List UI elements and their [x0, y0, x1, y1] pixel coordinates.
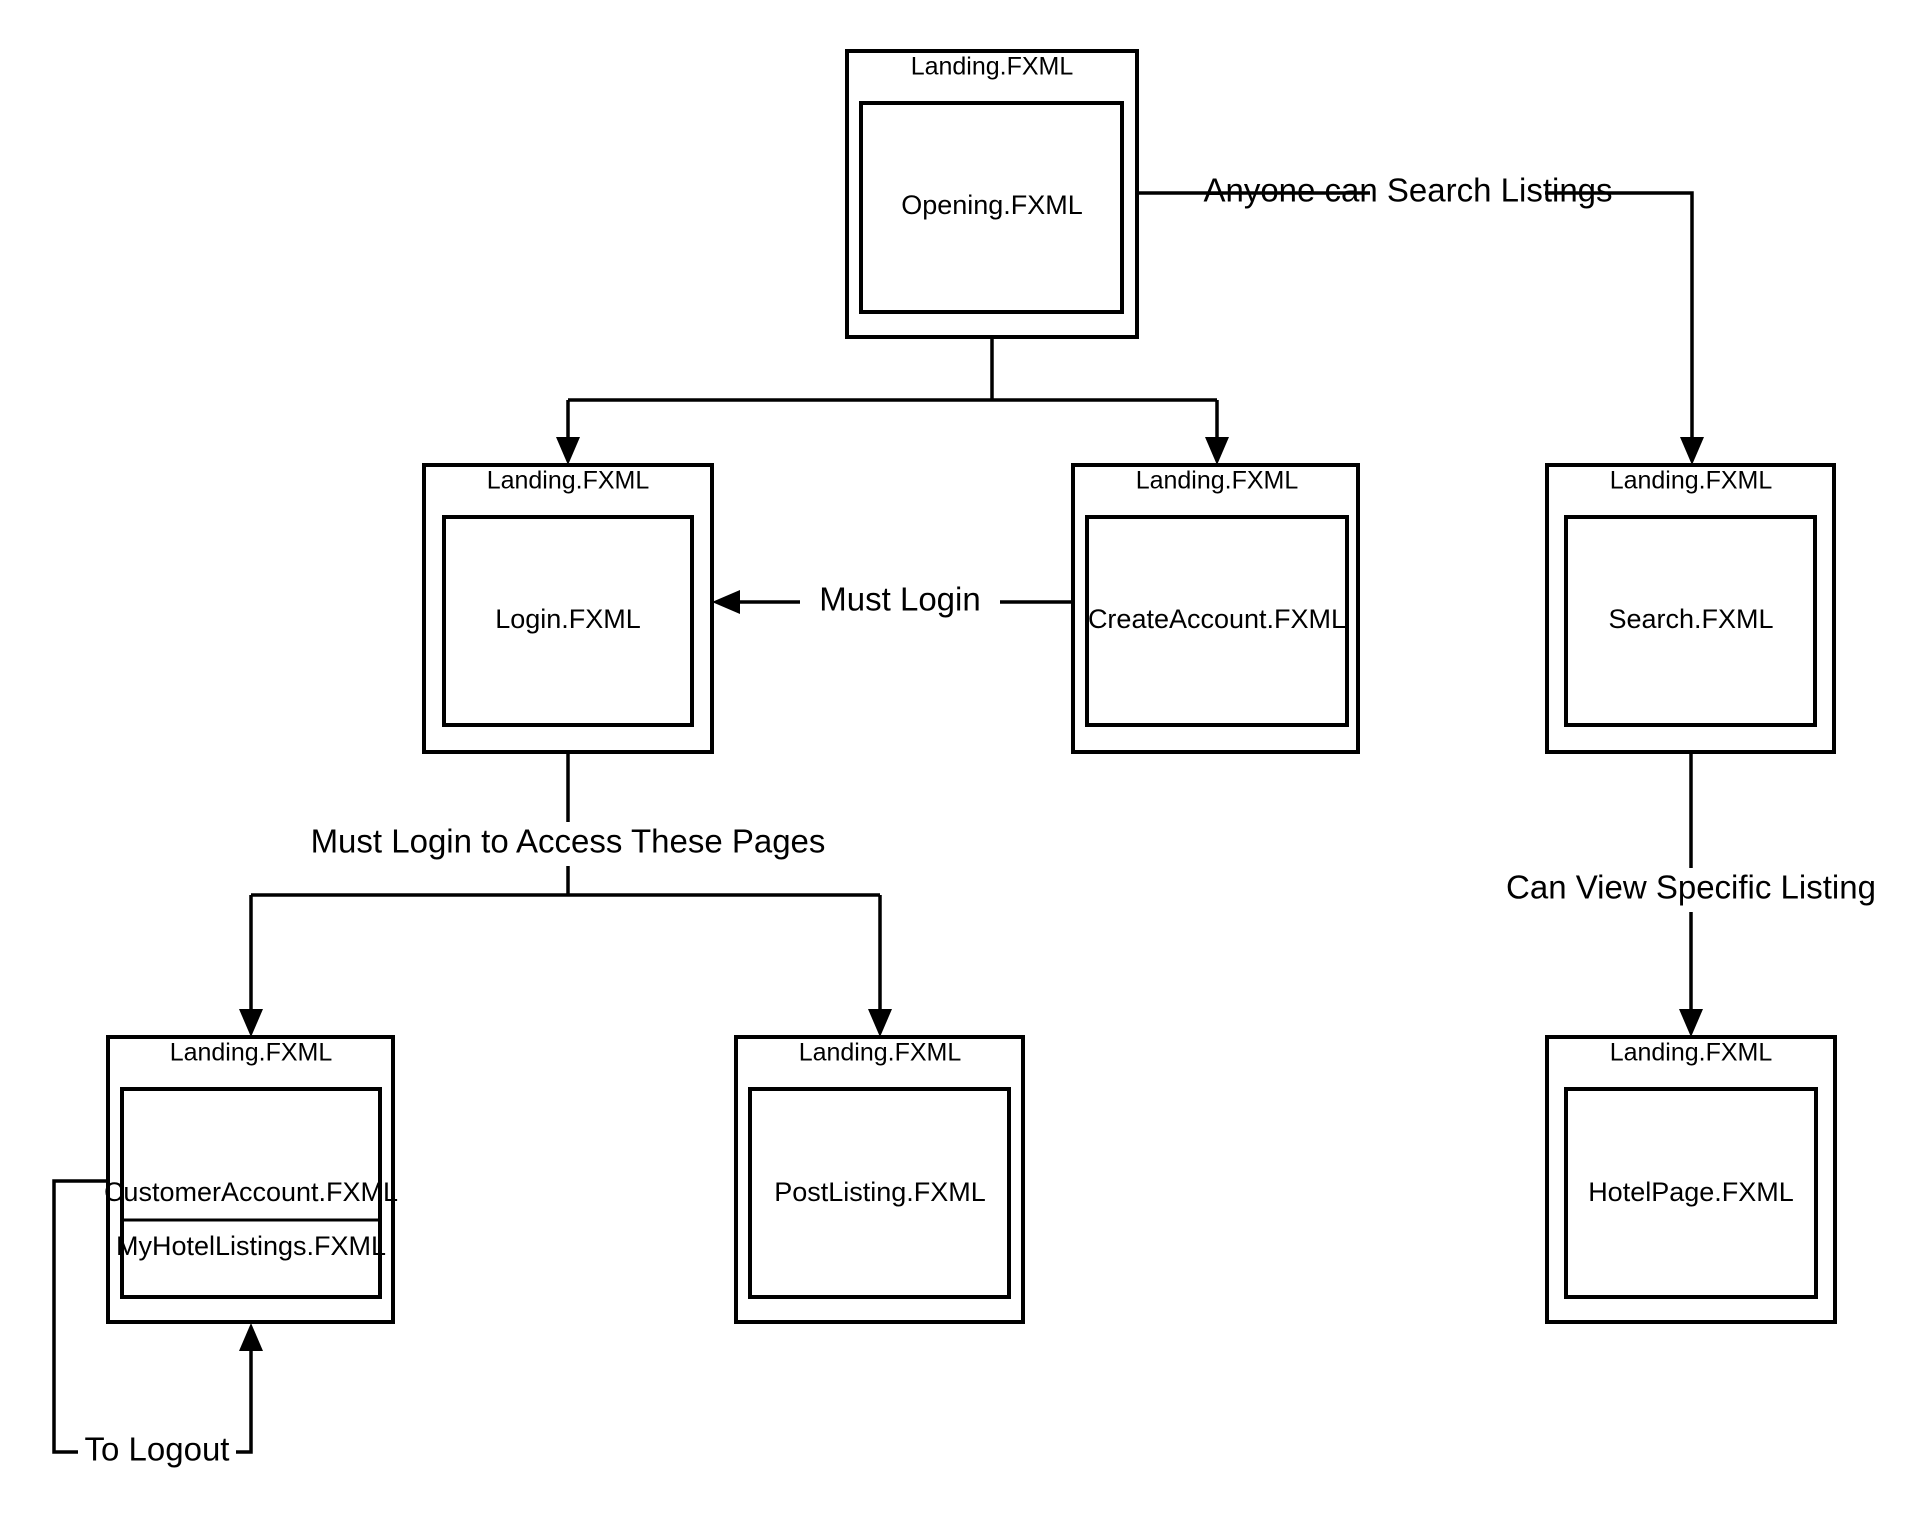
node-login-screen-label: Login.FXML	[495, 604, 641, 634]
node-hotel-page-screen-label: HotelPage.FXML	[1588, 1177, 1794, 1207]
node-create-account[interactable]: Landing.FXML CreateAccount.FXML	[1071, 463, 1360, 754]
node-login-container-label: Landing.FXML	[487, 467, 650, 495]
edge-logout-loop	[52, 1179, 263, 1454]
node-create-account-inner	[1085, 515, 1349, 727]
edge-search-to-hotelpage	[1679, 752, 1703, 1037]
edge-label-must-login-to-access-these-pages: Must Login to Access These Pages	[311, 823, 826, 860]
edge-line-search-right	[1545, 191, 1694, 448]
edge-createaccount-to-login	[712, 590, 1073, 614]
node-post-listing-screen-label: PostListing.FXML	[774, 1177, 986, 1207]
edge-label-to-logout: To Logout	[85, 1431, 230, 1468]
arrowhead-mustlogin	[712, 590, 740, 614]
arrowhead-postlisting	[868, 1009, 892, 1037]
node-search[interactable]: Landing.FXML Search.FXML	[1545, 463, 1836, 754]
edge-label-can-view-specific-listing: Can View Specific Listing	[1506, 869, 1876, 906]
arrowhead-customeraccount	[239, 1009, 263, 1037]
node-create-account-screen-label: CreateAccount.FXML	[1088, 604, 1346, 634]
node-customer-account-screen-label-0: CustomerAccount.FXML	[104, 1177, 398, 1207]
node-post-listing-inner	[748, 1087, 1011, 1299]
edge-login-split	[239, 752, 892, 1037]
node-opening-container-label: Landing.FXML	[911, 53, 1074, 81]
arrowhead-login	[556, 437, 580, 465]
node-opening-inner	[859, 101, 1124, 314]
node-customer-account-inner	[120, 1087, 382, 1299]
node-opening-screen-label: Opening.FXML	[901, 190, 1083, 220]
node-search-container-label: Landing.FXML	[1610, 467, 1773, 495]
arrowhead-logout	[239, 1323, 263, 1351]
node-post-listing[interactable]: Landing.FXML PostListing.FXML	[734, 1035, 1025, 1324]
node-customer-account-screen-label-1: MyHotelListings.FXML	[116, 1231, 386, 1261]
node-customer-account[interactable]: Landing.FXML CustomerAccount.FXML MyHote…	[104, 1035, 398, 1324]
node-post-listing-container-label: Landing.FXML	[799, 1039, 962, 1067]
arrowhead-createaccount	[1205, 437, 1229, 465]
node-opening[interactable]: Landing.FXML Opening.FXML	[845, 49, 1139, 339]
node-customer-account-container-label: Landing.FXML	[170, 1039, 333, 1067]
edge-opening-to-search	[1137, 191, 1704, 465]
node-search-screen-label: Search.FXML	[1608, 604, 1773, 634]
node-create-account-container-label: Landing.FXML	[1136, 467, 1299, 495]
edge-label-must-login: Must Login	[819, 581, 980, 618]
edge-label-anyone-can-search-listings: Anyone can Search Listings	[1203, 172, 1612, 209]
node-hotel-page-inner	[1564, 1087, 1818, 1299]
edge-opening-split	[556, 337, 1229, 465]
node-search-inner	[1564, 515, 1817, 727]
arrowhead-hotelpage	[1679, 1009, 1703, 1037]
node-login-inner	[442, 515, 694, 727]
edge-line-logout-left	[52, 1179, 108, 1454]
edge-line-logout-right	[236, 1340, 253, 1454]
node-hotel-page-container-label: Landing.FXML	[1610, 1039, 1773, 1067]
arrowhead-search	[1680, 437, 1704, 465]
node-login[interactable]: Landing.FXML Login.FXML	[422, 463, 714, 754]
node-hotel-page[interactable]: Landing.FXML HotelPage.FXML	[1545, 1035, 1837, 1324]
